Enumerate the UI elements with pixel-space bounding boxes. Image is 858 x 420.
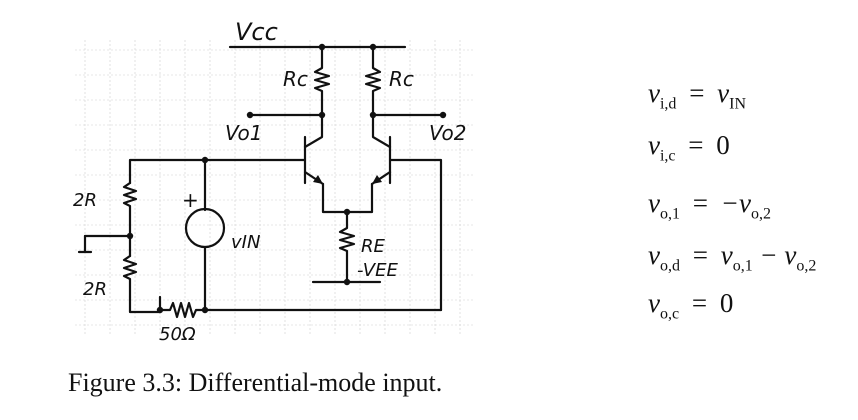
graph-paper-grid [75, 40, 475, 335]
equation-row: vi,d = vIN [648, 78, 746, 118]
eq-lhs-sub: o,1 [659, 205, 680, 223]
r-top-label: 2R [73, 190, 97, 211]
eq-rhs-term-sub: o,2 [796, 257, 817, 275]
equation-row: vo,d = vo,1 − vo,2 [648, 240, 816, 280]
eq-rhs-sub: IN [729, 95, 747, 113]
eq-lhs-sub: o,d [659, 257, 680, 275]
circuit-dots [126, 43, 447, 314]
eq-lhs-sub: i,c [659, 147, 676, 165]
eq-lhs-symbol: v [648, 78, 660, 108]
plus-label: + [182, 188, 199, 212]
rc-right-label: Rc [389, 67, 414, 91]
eq-operator: = [692, 188, 708, 218]
eq-lhs-symbol: v [648, 188, 660, 218]
eq-operator: = [691, 288, 708, 318]
eq-rhs-symbol: 0 [719, 288, 734, 318]
emitter-arrows [313, 175, 382, 184]
rc-left-label: Rc [283, 67, 308, 91]
vin-label: vIN [231, 232, 260, 253]
eq-operator: = [688, 130, 704, 160]
r-source-label: 50Ω [159, 324, 196, 345]
vcc-label: Vcc [235, 20, 278, 46]
equation-row: vo,c = 0 [648, 288, 733, 328]
eq-lhs-sub: i,d [659, 95, 677, 113]
vo1-label: Vo1 [225, 121, 262, 145]
r-bottom-label: 2R [83, 279, 107, 300]
eq-operator: = [689, 78, 705, 108]
circuit-labels: Vcc Rc Rc Vo1 Vo2 2R 2R + vIN RE -VEE 50… [73, 20, 466, 345]
eq-rhs-symbol: 0 [716, 130, 730, 160]
eq-rhs-sub: o,1 [732, 257, 753, 275]
eq-rhs-term: − v [752, 240, 797, 270]
eq-lhs-symbol: v [648, 130, 660, 160]
eq-rhs-symbol: v [717, 78, 730, 108]
eq-rhs-symbol: v [720, 240, 733, 270]
eq-lhs-symbol: v [648, 240, 660, 270]
figure-caption: Figure 3.3: Differential-mode input. [68, 368, 443, 397]
eq-lhs-sub: o,c [659, 305, 680, 323]
equation-row: vo,1 = −vo,2 [648, 188, 771, 228]
vo2-label: Vo2 [429, 121, 466, 145]
eq-lhs-symbol: v [648, 288, 660, 318]
eq-rhs-symbol: −v [720, 188, 751, 218]
eq-rhs-sub: o,2 [750, 205, 771, 223]
vee-label: -VEE [357, 260, 398, 281]
equation-row: vi,c = 0 [648, 130, 730, 170]
eq-operator: = [692, 240, 708, 270]
re-label: RE [361, 236, 386, 257]
circuit-diagram: Vcc Rc Rc Vo1 Vo2 2R 2R + vIN RE -VEE 50… [73, 20, 475, 345]
